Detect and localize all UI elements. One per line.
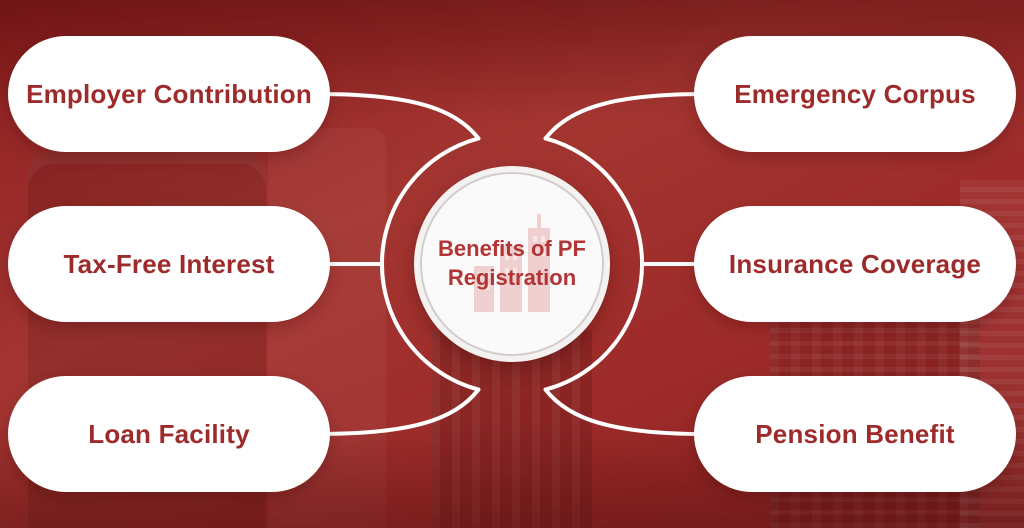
benefit-label: Insurance Coverage: [728, 248, 982, 279]
benefit-label: Employer Contribution: [26, 78, 312, 109]
benefit-pill-insurance-coverage: Insurance Coverage: [694, 206, 1016, 322]
center-circle: Benefits of PF Registration: [414, 166, 610, 362]
benefit-label: Emergency Corpus: [734, 78, 976, 109]
center-title-line1: Benefits of PF: [438, 236, 586, 262]
center-title: Benefits of PF Registration: [438, 235, 586, 292]
benefit-pill-loan-facility: Loan Facility: [8, 376, 330, 492]
connector-top-left: [316, 92, 481, 141]
benefit-pill-pension-benefit: Pension Benefit: [694, 376, 1016, 492]
benefit-pill-emergency-corpus: Emergency Corpus: [694, 36, 1016, 152]
benefit-label: Tax-Free Interest: [63, 248, 275, 279]
benefit-label: Pension Benefit: [755, 418, 955, 449]
benefit-label: Loan Facility: [88, 418, 250, 449]
benefit-pill-tax-free-interest: Tax-Free Interest: [8, 206, 330, 322]
city-buildings-icon: [474, 214, 550, 312]
center-circle-inner: Benefits of PF Registration: [420, 172, 604, 356]
connector-bottom-left: [316, 387, 481, 436]
center-title-line2: Registration: [447, 265, 577, 290]
connector-bottom-right: [543, 387, 708, 436]
benefit-pill-employer-contribution: Employer Contribution: [8, 36, 330, 152]
connector-top-right: [543, 92, 708, 141]
